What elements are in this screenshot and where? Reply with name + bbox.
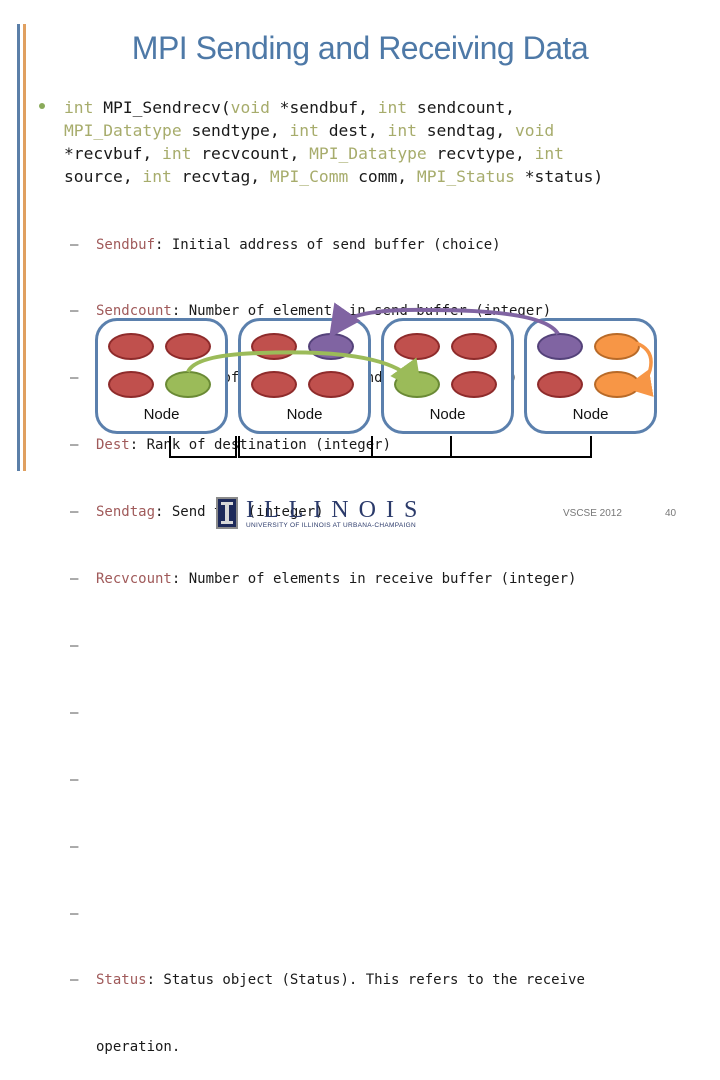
- sig-text: dest,: [318, 121, 388, 140]
- sig-text: recvcount,: [191, 144, 310, 163]
- logo-text: ILLINOIS UNIVERSITY OF ILLINOIS AT URBAN…: [246, 498, 427, 529]
- function-signature: int MPI_Sendrecv(void *sendbuf, int send…: [64, 96, 603, 188]
- type-keyword: int: [534, 144, 564, 163]
- process-blob-red: [108, 371, 154, 398]
- param-desc: : Status object (Status). This refers to…: [146, 972, 585, 989]
- university-emblem-icon: [216, 497, 238, 529]
- node-box-3: Node: [381, 318, 514, 434]
- process-blob-green: [394, 371, 440, 398]
- param-item: –: [70, 836, 585, 858]
- status-frame: [371, 436, 452, 458]
- type-keyword: void: [514, 121, 555, 140]
- sig-text: sendtag,: [416, 121, 515, 140]
- param-name: Sendbuf: [96, 236, 156, 253]
- slide-title: MPI Sending and Receiving Data: [131, 30, 589, 66]
- process-blob-orange: [594, 371, 640, 398]
- process-blob-red: [251, 371, 297, 398]
- node-box-2: Node: [238, 318, 371, 434]
- process-blob-orange: [594, 333, 640, 360]
- sig-text: *recvbuf,: [64, 144, 163, 163]
- dash: –: [70, 370, 79, 387]
- param-item: –Recvcount: Number of elements in receiv…: [70, 568, 585, 590]
- type-keyword: int: [377, 98, 408, 117]
- type-keyword: MPI_Datatype: [309, 144, 427, 163]
- process-blob-red: [251, 333, 297, 360]
- param-item: –: [70, 903, 585, 925]
- dash: –: [70, 504, 79, 521]
- process-blob-purple: [308, 333, 354, 360]
- node-label: Node: [429, 406, 466, 423]
- node-label: Node: [572, 406, 609, 423]
- type-keyword: int: [64, 98, 94, 117]
- process-blob-red: [394, 333, 440, 360]
- param-name: Recvcount: [96, 571, 172, 588]
- type-keyword: MPI_Datatype: [64, 121, 182, 140]
- dash: –: [70, 838, 79, 855]
- param-item: –Sendbuf: Initial address of send buffer…: [70, 234, 585, 256]
- param-name: Sendcount: [96, 303, 172, 320]
- dash: –: [70, 972, 79, 989]
- illinois-logo: ILLINOIS UNIVERSITY OF ILLINOIS AT URBAN…: [216, 497, 427, 529]
- footer-conference: VSCSE 2012: [563, 508, 622, 519]
- dash: –: [70, 637, 79, 654]
- param-desc: : Initial address of send buffer (choice…: [155, 236, 501, 253]
- type-keyword: int: [387, 121, 417, 140]
- dash: –: [70, 771, 79, 788]
- sig-text: recvtype,: [426, 144, 535, 163]
- type-keyword: MPI_Comm: [269, 167, 349, 186]
- sig-text: MPI_Sendrecv(: [93, 98, 231, 117]
- bullet-icon: [39, 103, 45, 109]
- dash: –: [70, 437, 79, 454]
- sig-text: source,: [64, 167, 143, 186]
- type-keyword: void: [230, 98, 270, 117]
- dash: –: [70, 236, 79, 253]
- accent-bar-orange: [23, 24, 26, 471]
- sig-text: recvtag,: [171, 167, 270, 186]
- type-keyword: int: [162, 144, 192, 163]
- param-continuation: operation.: [96, 1039, 181, 1056]
- param-item: –Status: Status object (Status). This re…: [70, 969, 585, 991]
- process-blob-red: [165, 333, 211, 360]
- logo-subtitle: UNIVERSITY OF ILLINOIS AT URBANA-CHAMPAI…: [246, 521, 416, 529]
- accent-bar-blue: [17, 24, 20, 471]
- process-blob-red: [108, 333, 154, 360]
- dash: –: [70, 571, 79, 588]
- logo-wordmark: ILLINOIS: [246, 496, 428, 523]
- node-label: Node: [286, 406, 323, 423]
- sig-text: comm,: [348, 167, 417, 186]
- dash: –: [70, 303, 79, 320]
- sig-text: *status): [514, 167, 604, 186]
- sig-text: *sendbuf,: [269, 98, 378, 117]
- node-box-1: Node: [95, 318, 228, 434]
- status-frame: [169, 436, 237, 458]
- param-name: Dest: [96, 437, 130, 454]
- sig-text: sendtype,: [181, 121, 290, 140]
- page-number: 40: [665, 508, 677, 519]
- status-frame: [238, 436, 373, 458]
- process-blob-red: [451, 333, 497, 360]
- param-item: –: [70, 702, 585, 724]
- process-blob-red: [537, 371, 583, 398]
- sig-text: sendcount,: [407, 98, 515, 117]
- process-blob-green: [165, 371, 211, 398]
- type-keyword: MPI_Status: [416, 167, 515, 186]
- type-keyword: int: [289, 121, 319, 140]
- param-name: Status: [96, 972, 147, 989]
- param-name: Sendtag: [96, 504, 156, 521]
- process-blob-red: [451, 371, 497, 398]
- node-label: Node: [143, 406, 180, 423]
- type-keyword: int: [142, 167, 172, 186]
- param-item: –: [70, 635, 585, 657]
- dash: –: [70, 905, 79, 922]
- status-frame: [450, 436, 592, 458]
- process-blob-purple: [537, 333, 583, 360]
- node-box-4: Node: [524, 318, 657, 434]
- param-item: –: [70, 769, 585, 791]
- param-desc: : Number of elements in receive buffer (…: [171, 571, 577, 588]
- dash: –: [70, 704, 79, 721]
- process-blob-red: [308, 371, 354, 398]
